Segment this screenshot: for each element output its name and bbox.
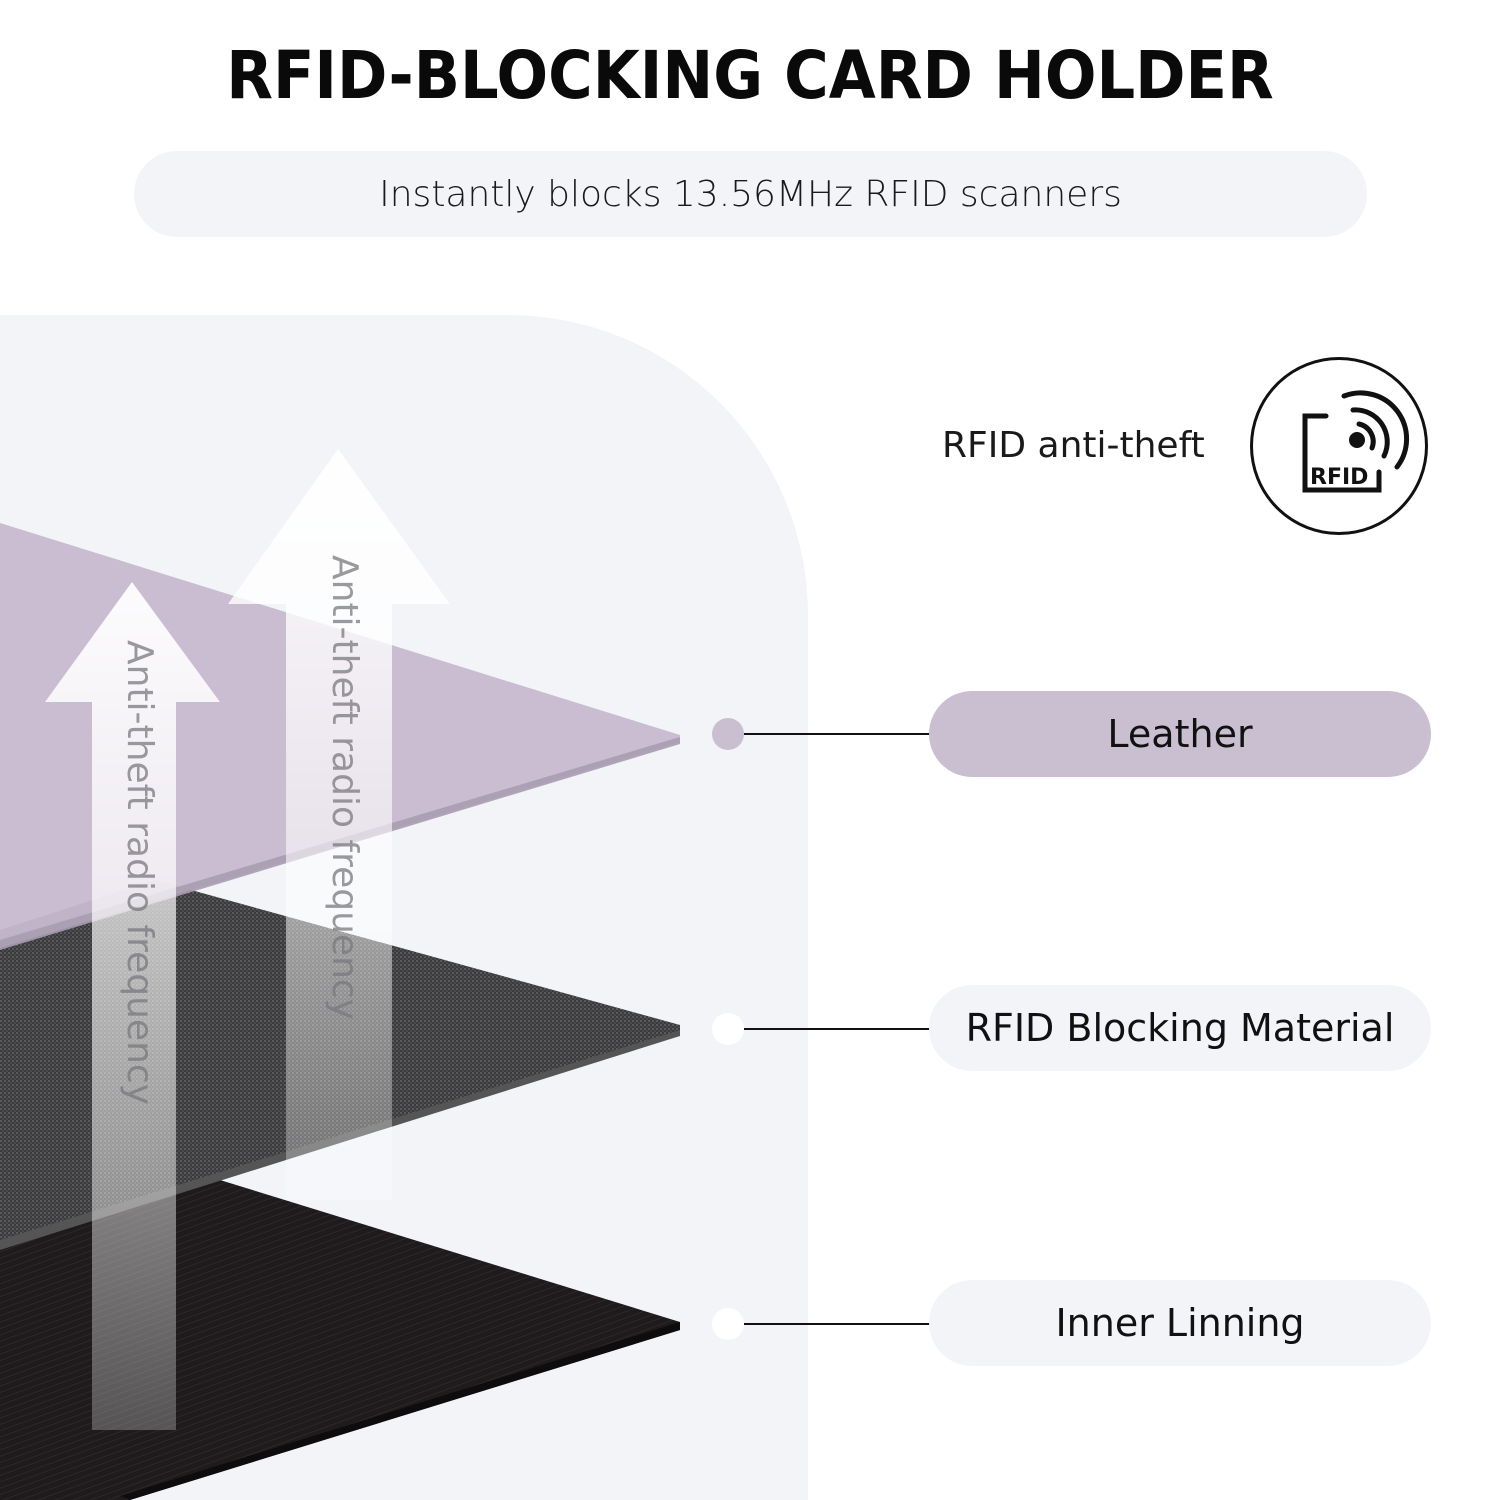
rfid-icon-text: RFID [1310, 465, 1368, 490]
subtitle-banner: Instantly blocks 13.56MHz RFID scanners [134, 151, 1367, 237]
inner-lining-label: Inner Linning [1055, 1301, 1305, 1345]
leather-dot [712, 718, 744, 750]
subtitle-text: Instantly blocks 13.56MHz RFID scanners [379, 173, 1122, 215]
rfid-blocking-connector [744, 1028, 930, 1030]
arrow-right-text: Anti-theft radio frequency [324, 555, 365, 1020]
leather-connector [744, 733, 930, 735]
page-title: RFID-BLOCKING CARD HOLDER [226, 37, 1274, 114]
inner-lining-connector [744, 1323, 930, 1325]
rfid-badge: RFID [1250, 357, 1428, 535]
leather-pill: Leather [929, 691, 1431, 777]
rfid-blocking-dot [712, 1013, 744, 1045]
rfid-blocking-label: RFID Blocking Material [965, 1006, 1395, 1050]
inner-lining-dot [712, 1308, 744, 1340]
arrow-right [228, 449, 450, 1200]
leather-label: Leather [1107, 712, 1253, 756]
inner-lining-pill: Inner Linning [929, 1280, 1431, 1366]
rfid-anti-theft-label: RFID anti-theft [942, 425, 1205, 466]
arrow-left-text: Anti-theft radio frequency [119, 640, 160, 1105]
rfid-blocking-pill: RFID Blocking Material [929, 985, 1431, 1071]
arrow-left [45, 582, 220, 1430]
rfid-icon: RFID [1302, 390, 1410, 493]
